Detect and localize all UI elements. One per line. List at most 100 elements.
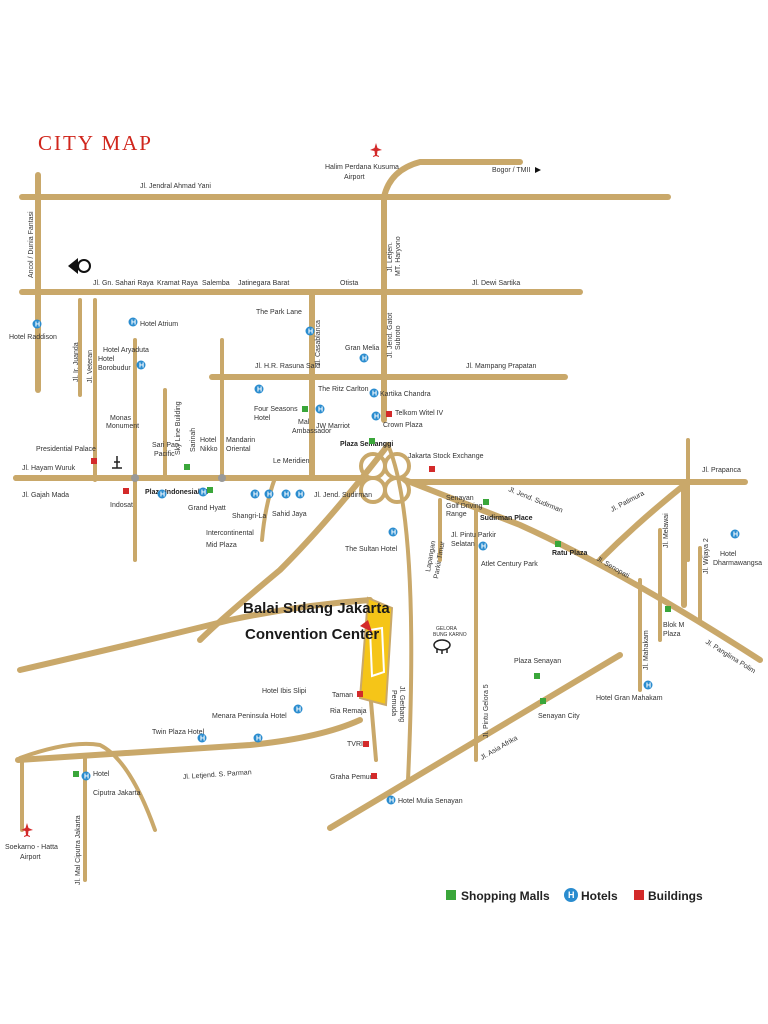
road-label-haryono: Jl. Letjen. <box>387 242 394 272</box>
road-label-pintu-parkir: Jl. Pintu Parkir <box>451 532 497 539</box>
road-label-sudirman: Jl. Jend. Sudirman <box>314 492 372 499</box>
golf-range-label-3: Range <box>446 511 467 518</box>
svg-text:H: H <box>253 492 258 499</box>
tvri-label: TVRI <box>347 741 363 748</box>
road-label-juanda: Jl. Ir. Juanda <box>73 342 80 382</box>
road-label-sarinah: Sarinah <box>190 428 197 452</box>
stadium-icon <box>433 639 451 654</box>
intercontinental-label-2: Mid Plaza <box>206 542 237 549</box>
hotel-icon: H <box>295 489 305 499</box>
hotel-icon: H <box>359 353 369 363</box>
svg-text:H: H <box>200 736 205 743</box>
svg-text:H: H <box>284 492 289 499</box>
shangri-la-label: Shangri-La <box>232 513 266 520</box>
hotel-dharmawangsa-label: Hotel <box>720 551 737 558</box>
jakarta-stock-label: Jakarta Stock Exchange <box>408 453 484 460</box>
gelora-label: GELORA <box>436 626 458 632</box>
mall-icon <box>540 698 546 704</box>
hotel-raddison-label: Hotel Raddison <box>9 334 57 341</box>
airplane-icon <box>370 143 382 157</box>
svg-text:H: H <box>481 544 486 551</box>
building-icon <box>429 466 435 472</box>
building-icon <box>123 488 129 494</box>
legend-buildings-label: Buildings <box>648 889 703 903</box>
svg-text:H: H <box>391 530 396 537</box>
road-label-ciputra: Jl. Mal Ciputra Jakarta <box>75 815 82 885</box>
road-label-ancol: Ancol / Dunia Fantasi <box>28 211 35 278</box>
convention-center[interactable] <box>358 596 394 707</box>
twin-plaza-label: Twin Plaza Hotel <box>152 729 205 736</box>
plaza-semanggi-label: Plaza Semanggi <box>340 441 393 448</box>
road-label-salemba: Salemba <box>202 280 230 287</box>
jw-marriot-label: JW Marriot <box>316 423 350 430</box>
venue-pointer-icon <box>360 620 372 632</box>
hotel-icon: H <box>254 384 264 394</box>
halim-airport-label: Halim Perdana Kusuma <box>325 164 399 171</box>
hotel-icon: H <box>371 411 381 421</box>
mall-markers <box>73 406 671 777</box>
gran-melia-label: Gran Melia <box>345 345 379 352</box>
svg-text:H: H <box>298 492 303 499</box>
svg-text:H: H <box>296 707 301 714</box>
senayan-city-label: Senayan City <box>538 713 580 720</box>
building-icon <box>91 458 97 464</box>
mall-icon <box>534 673 540 679</box>
hotel-atrium-label: Hotel Atrium <box>140 321 178 328</box>
sudirman-place-label: Sudirman Place <box>480 515 533 522</box>
arrow-right-icon <box>535 167 541 173</box>
mall-icon <box>73 771 79 777</box>
park-lane-label: The Park Lane <box>256 309 302 316</box>
road-label-melawai: Jl. Melawai <box>663 513 670 548</box>
road-label-pintu-gelora: Jl. Pintu Gelora 5 <box>483 684 490 738</box>
ritz-carlton-label: The Ritz Carlton <box>318 386 369 393</box>
sari-pan-pacific-label: Sari Pan <box>152 442 179 449</box>
road-label-casablanca: Jl. Casablanca <box>315 320 322 366</box>
gran-mahakam-label: Hotel Gran Mahakam <box>596 695 663 702</box>
legend-malls-label: Shopping Malls <box>461 889 550 903</box>
plaza-indonesia-label: Plaza Indonesia/eX <box>145 489 208 496</box>
mall-icon <box>207 487 213 493</box>
airplane-icon <box>21 823 33 837</box>
road-label-dewi-sartika: Jl. Dewi Sartika <box>472 280 520 287</box>
mall-legend-icon <box>446 890 456 900</box>
hotel-icon: H <box>386 795 396 805</box>
blok-m-label-2: Plaza <box>663 631 681 638</box>
hotel-icon: H <box>128 317 138 327</box>
svg-text:H: H <box>35 322 40 329</box>
road-label-wijaya: Jl. Wijaya 2 <box>703 538 710 574</box>
mall-icon <box>302 406 308 412</box>
road-label-rasuna: Jl. H.R. Rasuna Said <box>255 363 320 370</box>
svg-text:H: H <box>84 774 89 781</box>
svg-text:H: H <box>308 329 313 336</box>
taman-label-2: Ria Remaja <box>330 708 367 715</box>
road-label-pintu-parkir-2: Selatan <box>451 541 475 548</box>
grand-hyatt-label: Grand Hyatt <box>188 505 226 512</box>
svg-text:H: H <box>646 683 651 690</box>
roundabout-icon <box>131 474 139 482</box>
road-label-gatot: Jl. Jend. Gatot <box>387 313 394 358</box>
hotel-icon: H <box>253 733 263 743</box>
four-seasons-label-2: Hotel <box>254 415 271 422</box>
road-label-bogor: Bogor / TMII <box>492 167 530 174</box>
sultan-hotel-label: The Sultan Hotel <box>345 546 398 553</box>
monas-label: Monas <box>110 415 132 422</box>
sari-pan-pacific-label-2: Pacific <box>154 451 175 458</box>
indosat-label: Indosat <box>110 502 133 509</box>
venue-name-line2: Convention Center <box>245 626 379 643</box>
hotel-markers: H H H H H H H H H H H H H H H H H H H H … <box>32 317 740 805</box>
road-parman <box>15 717 363 763</box>
road-patimura <box>597 479 691 563</box>
svg-text:H: H <box>318 407 323 414</box>
hotel-nikko-label: Hotel <box>200 437 217 444</box>
hotel-icon: H <box>643 680 653 690</box>
hotel-icon: H <box>250 489 260 499</box>
hotel-icon: H <box>388 527 398 537</box>
mall-icon <box>184 464 190 470</box>
road-label-gajah-mada: Jl. Gajah Mada <box>22 492 69 499</box>
le-meridien-label: Le Meridien <box>273 458 310 465</box>
hotel-nikko-label-2: Nikko <box>200 446 218 453</box>
hotel-legend-icon: H <box>564 888 578 902</box>
roundabout-icon <box>218 474 226 482</box>
road-label-sudirman-east: Jl. Jend. Sudirman <box>507 486 563 514</box>
